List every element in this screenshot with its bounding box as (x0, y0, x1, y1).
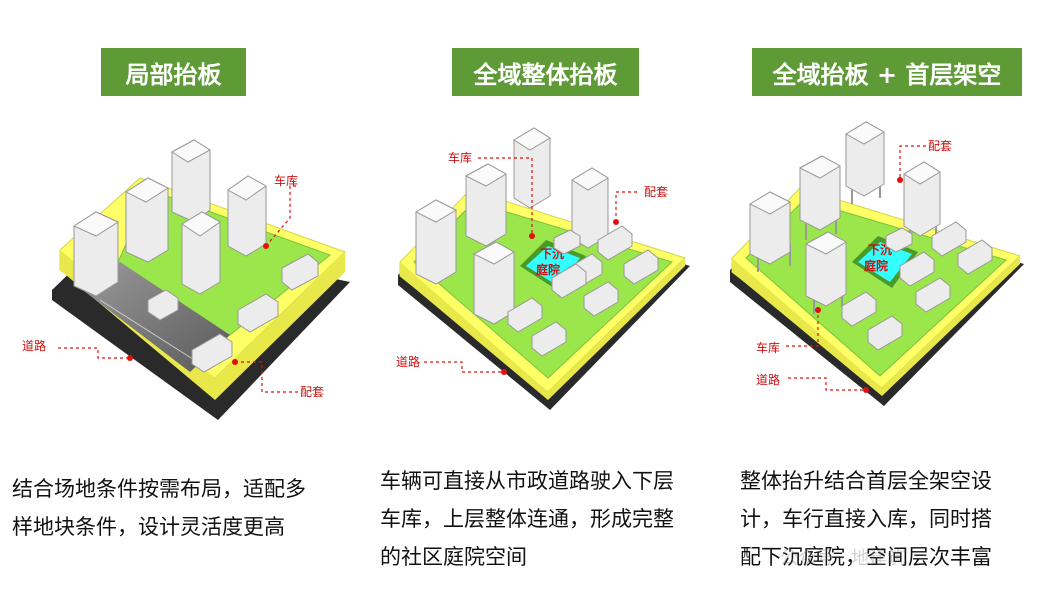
low-block (623, 249, 659, 285)
low-block (597, 225, 633, 261)
low-block (237, 293, 279, 333)
low-block (553, 229, 581, 255)
tower-on-pilotis (845, 121, 885, 204)
low-block (583, 281, 619, 317)
panel-1-description: 结合场地条件按需布局，适配多 样地块条件，设计灵活度更高 (12, 477, 306, 539)
low-block (507, 297, 543, 333)
panel-2-title: 全域整体抬板 (452, 48, 639, 96)
panel-3-description: 整体抬升结合首层全架空设 计，车行直接入库，同时搭 配下沉庭院，空间层次丰富 (740, 469, 992, 569)
tower (171, 139, 211, 223)
low-block (957, 239, 993, 275)
tower-on-pilotis (804, 231, 847, 314)
courtyard-label-2: 庭院 (536, 262, 560, 277)
tower (414, 199, 458, 285)
garage-label: 车库 (448, 150, 472, 165)
tower-on-pilotis (798, 155, 841, 240)
tower (124, 177, 170, 263)
panel-2-description: 车辆可直接从市政道路驶入下层 车库，上层整体连通，形成完整 的社区庭院空间 (380, 469, 674, 569)
tower-on-pilotis (903, 161, 941, 244)
support-label: 配套 (300, 385, 324, 399)
garage-label: 车库 (756, 340, 780, 355)
tower (472, 241, 515, 325)
low-block (551, 263, 587, 299)
courtyard-label-2: 庭院 (864, 258, 888, 273)
low-block (841, 291, 877, 327)
tower (513, 127, 551, 209)
road-label: 道路 (396, 354, 420, 369)
panel-1-diagram: 车库 道路 配套 (22, 139, 350, 420)
watermark: 公众号 · 地建筑 (780, 548, 906, 569)
tower (571, 167, 609, 249)
panel-3-diagram: 下沉 庭院 (730, 121, 1024, 406)
panel-3-title: 全域抬板 + 首层架空 (752, 48, 1022, 96)
garage-label: 车库 (274, 173, 298, 188)
low-block (931, 221, 967, 257)
panel-1-title: 局部抬板 (101, 48, 246, 96)
tower (181, 211, 221, 295)
low-block (885, 227, 913, 253)
panel-2-diagram: 下沉 庭院 车 (396, 127, 690, 410)
sunken-courtyard (526, 246, 580, 286)
road-label: 道路 (22, 338, 46, 353)
support-label: 配套 (928, 139, 952, 153)
low-block (867, 315, 903, 351)
low-block (281, 253, 319, 291)
tower-on-pilotis (748, 191, 792, 272)
road-label: 道路 (756, 372, 780, 387)
tower (464, 163, 507, 247)
low-block (915, 277, 951, 313)
low-block (531, 321, 567, 357)
tower (227, 175, 267, 257)
diagram-canvas: 车库 道路 配套 下沉 庭院 (22, 121, 1024, 420)
support-label: 配套 (644, 185, 668, 199)
low-block (191, 333, 233, 373)
low-block (147, 289, 179, 321)
low-block (899, 251, 935, 287)
tower (72, 211, 120, 297)
sunken-courtyard (858, 242, 912, 282)
